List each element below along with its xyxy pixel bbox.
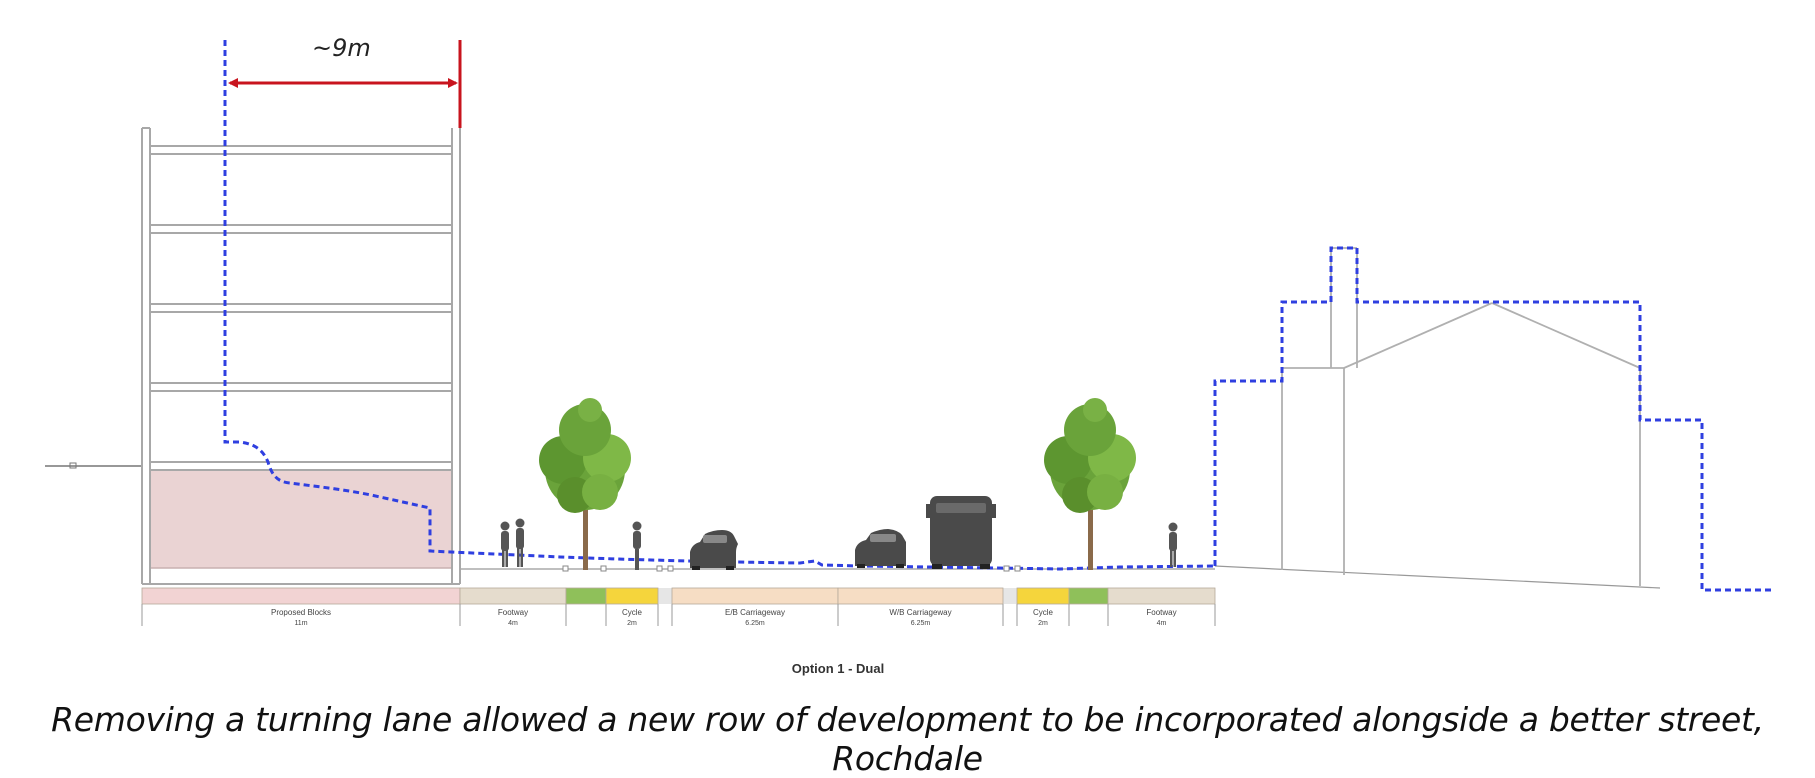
zone-label-cycle-right: Cycle [1033,608,1054,617]
zone-label-proposed-blocks: Proposed Blocks [271,608,331,617]
zone-verge-right [1068,587,1109,605]
zone-width-cycle-left: 2m [627,620,637,627]
zone-cycle-right [1016,587,1070,605]
pedestrian-right [1168,522,1178,567]
street-zones-bar: Proposed Blocks 11m Footway 4m Cycle 2m E/B Ca… [141,587,1216,627]
cyclist [632,521,642,570]
zone-eb-carriageway [671,587,839,605]
zone-width-proposed-blocks: 11m [294,620,307,627]
zone-cycle-left [605,587,659,605]
existing-building [1281,247,1641,586]
zone-label-eb-carriageway: E/B Carriageway [725,608,785,617]
zone-width-footway-right: 4m [1157,620,1167,627]
zone-width-eb-carriageway: 6.25m [745,620,765,627]
zone-width-wb-carriageway: 6.25m [911,620,931,627]
zone-label-footway-left: Footway [498,608,528,617]
divider-strip [658,588,672,604]
divider-strip [1003,588,1017,604]
pedestrians-left [500,518,525,567]
zone-label-footway-right: Footway [1146,608,1176,617]
car-eastbound [690,530,738,570]
street-section-diagram: ~9m [45,34,1772,676]
zone-label-cycle-left: Cycle [622,608,643,617]
tree-right [1044,398,1136,570]
zone-wb-carriageway [837,587,1004,605]
zone-width-footway-left: 4m [508,620,518,627]
kerb-markers [562,565,1021,572]
zone-footway-left [459,587,567,605]
caption: Removing a turning lane allowed a new ro… [51,700,1764,778]
proposed-building [141,127,461,585]
option-title: Option 1 - Dual [792,661,884,676]
zone-width-cycle-right: 2m [1038,620,1048,627]
ground-floor-highlight [149,469,453,569]
dimension-annotation: ~9m [228,34,462,128]
zone-footway-right [1107,587,1216,605]
zone-proposed-blocks [141,587,461,605]
car-westbound [855,529,906,568]
existing-outline-dashed [223,40,1772,592]
zone-verge-left [565,587,607,605]
tree-left [539,398,631,570]
dimension-label: ~9m [312,34,371,62]
zone-label-wb-carriageway: W/B Carriageway [889,608,951,617]
bus [926,496,996,569]
